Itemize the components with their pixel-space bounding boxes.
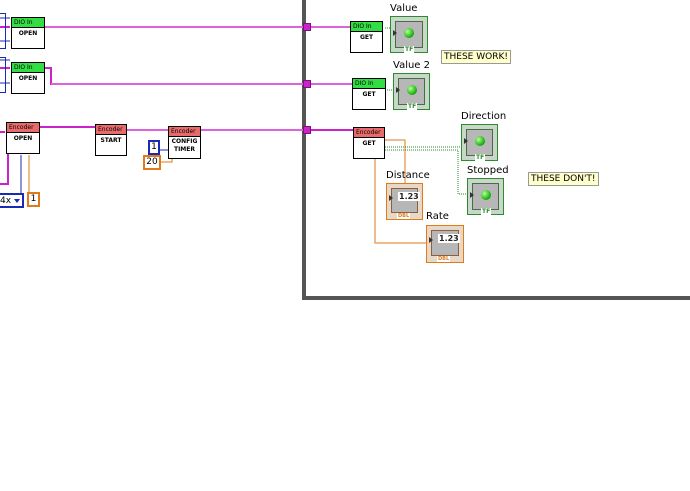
input-arrow-icon [396, 87, 400, 93]
node-header: Encoder [169, 127, 200, 137]
ring-value: 4x [0, 196, 12, 206]
encoder-config-timer-node[interactable]: Encoder CONFIG TIMER [168, 126, 201, 159]
left-terminal-2 [0, 57, 6, 93]
dio-get-node-2[interactable]: DIO In GET [352, 78, 386, 110]
encoder-start-node[interactable]: Encoder START [95, 124, 127, 156]
node-header: DIO In [353, 79, 385, 89]
const-1-orange[interactable]: 1 [27, 192, 40, 207]
const-20[interactable]: 20 [143, 155, 161, 170]
const-1-blue[interactable]: 1 [148, 140, 160, 155]
node-header: DIO In [351, 22, 382, 32]
node-header: DIO In [12, 18, 44, 28]
note-these-work: THESE WORK! [441, 50, 511, 64]
value2-label: Value 2 [393, 60, 431, 71]
node-body: GET [362, 140, 376, 147]
led-icon [407, 85, 417, 95]
node-body: START [100, 137, 122, 144]
node-header: Encoder [354, 128, 384, 138]
led-icon [475, 136, 485, 146]
const-value: 1 [151, 142, 157, 152]
type-tag: DBL [437, 256, 451, 262]
loop-tunnel-2 [303, 80, 311, 88]
rate-indicator[interactable]: 1.23 DBL [426, 225, 464, 263]
value-label: Value [390, 3, 418, 14]
input-arrow-icon [393, 30, 397, 36]
numeric-display: 1.23 [438, 234, 460, 243]
dio-open-node-1[interactable]: DIO In OPEN [11, 17, 45, 49]
node-body: OPEN [18, 75, 38, 82]
distance-indicator[interactable]: 1.23 DBL [386, 183, 423, 220]
loop-tunnel-3 [303, 126, 311, 134]
stopped-label: Stopped [467, 165, 509, 176]
type-tag: DBL [397, 213, 411, 219]
type-tag: TF [475, 154, 486, 161]
left-terminal-1 [0, 13, 6, 49]
distance-label: Distance [386, 170, 430, 181]
type-tag: TF [407, 103, 418, 110]
led-icon [404, 28, 414, 38]
node-body: GET [359, 34, 374, 41]
note-these-dont: THESE DON'T! [528, 172, 599, 186]
encoder-open-node[interactable]: Encoder OPEN [6, 122, 40, 154]
wire-in-4 [0, 150, 9, 185]
loop-tunnel-1 [303, 23, 311, 31]
dio-open-node-2[interactable]: DIO In OPEN [11, 62, 45, 94]
rate-label: Rate [426, 211, 449, 222]
encoding-ring-constant[interactable]: 4x [0, 193, 24, 208]
input-arrow-icon [389, 195, 393, 201]
node-header: DIO In [12, 63, 44, 73]
stopped-indicator[interactable]: TF [467, 178, 504, 215]
dio-get-node-1[interactable]: DIO In GET [350, 21, 383, 53]
encoder-get-node[interactable]: Encoder GET [353, 127, 385, 159]
node-header: Encoder [96, 125, 126, 135]
value2-indicator[interactable]: TF [393, 73, 430, 110]
node-body: OPEN [13, 135, 33, 142]
node-body: CONFIG TIMER [171, 138, 198, 153]
node-body: OPEN [18, 30, 38, 37]
led-icon [481, 190, 491, 200]
wire-dio2-left [45, 67, 305, 85]
input-arrow-icon [464, 138, 468, 144]
direction-label: Direction [461, 111, 507, 122]
node-header: Encoder [7, 123, 39, 133]
value-indicator[interactable]: TF [390, 16, 428, 53]
numeric-display: 1.23 [398, 192, 420, 201]
direction-indicator[interactable]: TF [461, 124, 498, 161]
ring-dropdown-icon [14, 199, 20, 203]
input-arrow-icon [429, 237, 433, 243]
wire-rate [374, 158, 427, 244]
wire-stopped [385, 149, 466, 195]
input-arrow-icon [470, 192, 474, 198]
type-tag: TF [404, 46, 415, 53]
const-value: 1 [30, 194, 37, 204]
const-value: 20 [146, 157, 158, 167]
node-body: GET [362, 91, 376, 98]
type-tag: TF [481, 208, 492, 215]
